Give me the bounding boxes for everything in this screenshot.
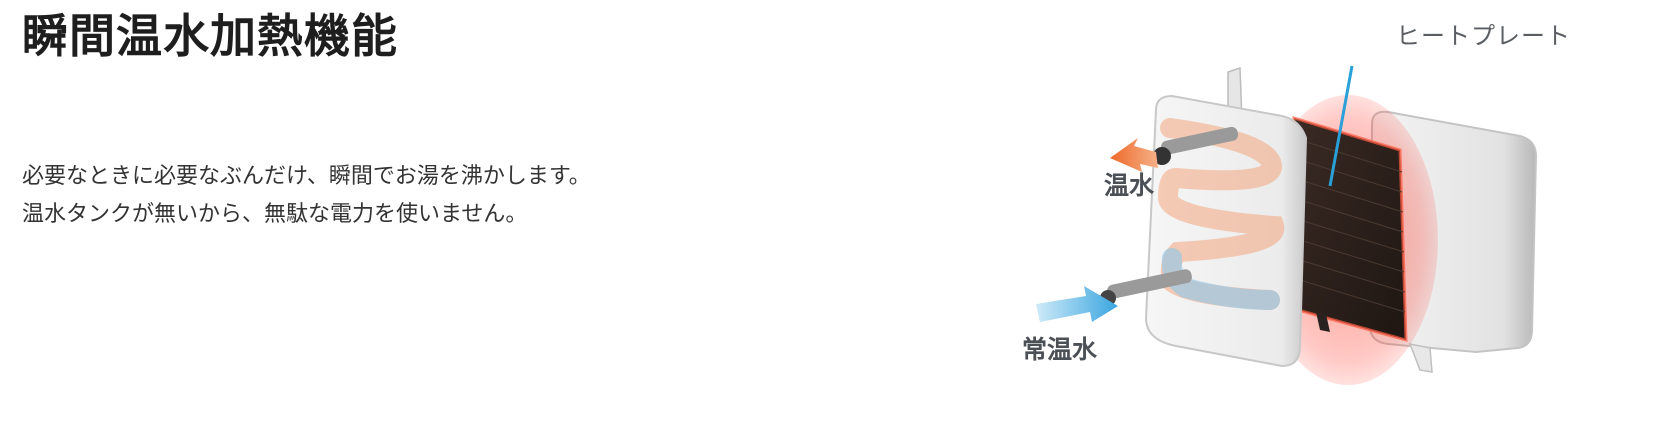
hot-water-label: 温水 (1104, 171, 1155, 200)
heater-body (1100, 66, 1308, 368)
heat-plate-label: ヒートプレート (1396, 22, 1571, 50)
hot-water-arrow (1110, 138, 1158, 172)
description-line-1: 必要なときに必要なぶんだけ、瞬間でお湯を沸かします。 (22, 164, 591, 189)
description-line-2: 温水タンクが無いから、無駄な電力を使いません。 (22, 202, 528, 227)
heater-illustration: ヒートプレート 温水 常温水 (1000, 0, 1640, 441)
room-temp-water-arrow (1036, 286, 1118, 322)
room-temp-water-label: 常温水 (1022, 335, 1098, 364)
page-title: 瞬間温水加熱機能 (22, 9, 398, 63)
heat-plate-pointer-line (1328, 65, 1354, 187)
heater-exploded-diagram (1036, 65, 1538, 385)
description: 必要なときに必要なぶんだけ、瞬間でお湯を沸かします。 温水タンクが無いから、無駄… (22, 158, 591, 234)
